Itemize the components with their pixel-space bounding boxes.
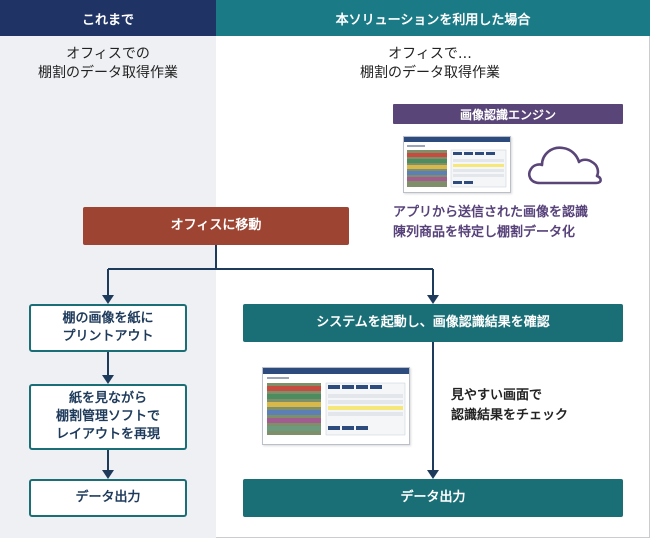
step-recreate-line3: レイアウトを再現 — [55, 427, 160, 442]
app-screenshot-thumbnail — [403, 136, 511, 193]
step-recreate-line2: 棚割管理ソフトで — [55, 409, 160, 424]
step-data-output-before-label: データ出力 — [75, 490, 141, 505]
check-note: 見やすい画面で 認識結果をチェック — [451, 386, 568, 426]
before-subtitle-line2: 棚割のデータ取得作業 — [38, 65, 178, 81]
image-recognition-engine-label: 画像認識エンジン — [393, 104, 623, 124]
step-recreate-layout: 紙を見ながら 棚割管理ソフトで レイアウトを再現 — [29, 384, 187, 450]
engine-description-line2: 陳列商品を特定し棚割データ化 — [393, 225, 576, 240]
step-launch-system: システムを起動し、画像認識結果を確認 — [243, 304, 623, 342]
after-subtitle-line1: オフィスで… — [388, 46, 472, 62]
header-before: これまで — [0, 0, 216, 36]
check-note-line1: 見やすい画面で — [451, 388, 543, 403]
after-subtitle-line2: 棚割のデータ取得作業 — [360, 65, 500, 81]
engine-description: アプリから送信された画像を認識 陳列商品を特定し棚割データ化 — [393, 203, 633, 243]
step-data-output-before: データ出力 — [29, 479, 187, 517]
step-print-line2: プリントアウト — [62, 329, 154, 344]
step-launch-system-label: システムを起動し、画像認識結果を確認 — [316, 315, 550, 330]
before-subtitle: オフィスでの 棚割のデータ取得作業 — [0, 45, 216, 83]
after-subtitle: オフィスで… 棚割のデータ取得作業 — [330, 45, 530, 83]
app-screenshot-graphic — [404, 137, 510, 188]
before-subtitle-line1: オフィスでの — [66, 46, 150, 62]
result-screenshot-thumbnail — [262, 367, 410, 445]
move-to-office-box: オフィスに移動 — [83, 207, 349, 245]
step-data-output-after: データ出力 — [243, 479, 623, 517]
cloud-icon — [528, 146, 602, 185]
header-after: 本ソリューションを利用した場合 — [216, 0, 650, 36]
check-note-line2: 認識結果をチェック — [451, 408, 569, 423]
engine-description-line1: アプリから送信された画像を認識 — [393, 205, 589, 220]
step-print-images: 棚の画像を紙に プリントアウト — [29, 304, 187, 352]
step-data-output-after-label: データ出力 — [400, 490, 466, 505]
step-print-line1: 棚の画像を紙に — [62, 311, 154, 326]
move-to-office-label: オフィスに移動 — [170, 218, 262, 233]
result-screenshot-graphic — [263, 368, 409, 436]
step-recreate-line1: 紙を見ながら — [68, 391, 147, 406]
